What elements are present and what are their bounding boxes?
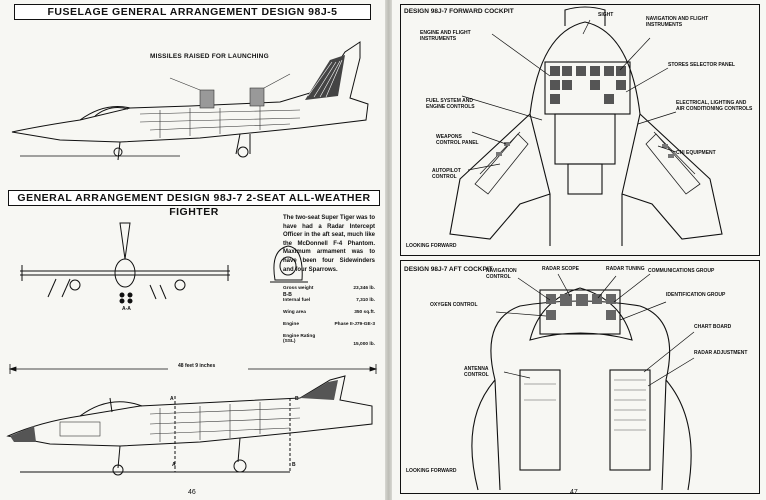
right-page: DESIGN 98J-7 FORWARD COCKPIT [392,0,766,500]
label-sight: SIGHT [598,12,614,18]
label-cni-equipment: CNI EQUIPMENT [676,150,716,156]
dimension-label: 48 feet 9 inches [178,363,216,369]
label-section-aa: A-A [122,306,131,312]
aft-looking-forward: LOOKING FORWARD [406,468,457,474]
label-radar-adjustment: RADAR ADJUSTMENT [694,350,748,356]
dimension-line [8,364,378,374]
book-gutter [385,0,392,500]
aft-cockpit-title: DESIGN 98J-7 AFT COCKPIT [404,266,493,273]
label-engine-flight-instruments: ENGINE AND FLIGHT INSTRUMENTS [420,30,471,42]
label-identification: IDENTIFICATION GROUP [666,292,726,298]
forward-cockpit-panel [400,4,760,256]
front-view-drawing [20,222,230,304]
forward-cockpit-drawing [449,6,723,246]
label-navigation-flight-instruments: NAVIGATION AND FLIGHT INSTRUMENTS [646,16,709,28]
label-radar-tuning: RADAR TUNING [606,266,645,272]
label-section-bb: B-B [283,292,292,298]
mark-b-top: B [295,396,299,402]
title-fuselage-98j5: FUSELAGE GENERAL ARRANGEMENT DESIGN 98J-… [14,4,371,20]
aft-cockpit-drawing [471,273,695,491]
label-oxygen-control: OXYGEN CONTROL [430,302,478,308]
section-bb-drawing [270,245,308,283]
label-navigation-control: NAVIGATION CONTROL [486,268,517,280]
spec-engine-rating: Engine Rating (SSL) [283,334,316,344]
aft-cockpit-panel [400,260,760,494]
mark-a-top: A [170,396,174,402]
forward-cockpit-title: DESIGN 98J-7 FORWARD COCKPIT [404,8,514,15]
forward-looking-forward: LOOKING FORWARD [406,243,457,249]
page-number-left: 46 [188,489,196,496]
label-communications: COMMUNICATIONS GROUP [648,268,715,274]
mark-a-bottom: A [172,462,176,468]
fuselage-drawing-98j5 [11,41,369,161]
left-page: FUSELAGE GENERAL ARRANGEMENT DESIGN 98J-… [6,4,380,496]
label-autopilot: AUTOPILOT CONTROL [432,168,461,180]
label-fuel-system: FUEL SYSTEM AND ENGINE CONTROLS [426,98,475,110]
mark-b-bottom: B [292,462,296,468]
title-ga-98j7: GENERAL ARRANGEMENT DESIGN 98J-7 2-SEAT … [8,190,380,218]
label-antenna-control: ANTENNA CONTROL [464,366,489,378]
label-radar-scope: RADAR SCOPE [542,266,579,272]
description-paragraph: The two-seat Super Tiger was to have had… [283,215,375,273]
caption-missiles: MISSILES RAISED FOR LAUNCHING [150,53,269,60]
label-chart-board: CHART BOARD [694,324,732,330]
label-electrical: ELECTRICAL, LIGHTING AND AIR CONDITIONIN… [676,100,753,112]
page-number-right: 47 [570,489,578,496]
side-profile-98j7 [6,375,373,476]
label-weapons-control: WEAPONS CONTROL PANEL [436,134,479,146]
label-stores-selector: STORES SELECTOR PANEL [668,62,735,68]
